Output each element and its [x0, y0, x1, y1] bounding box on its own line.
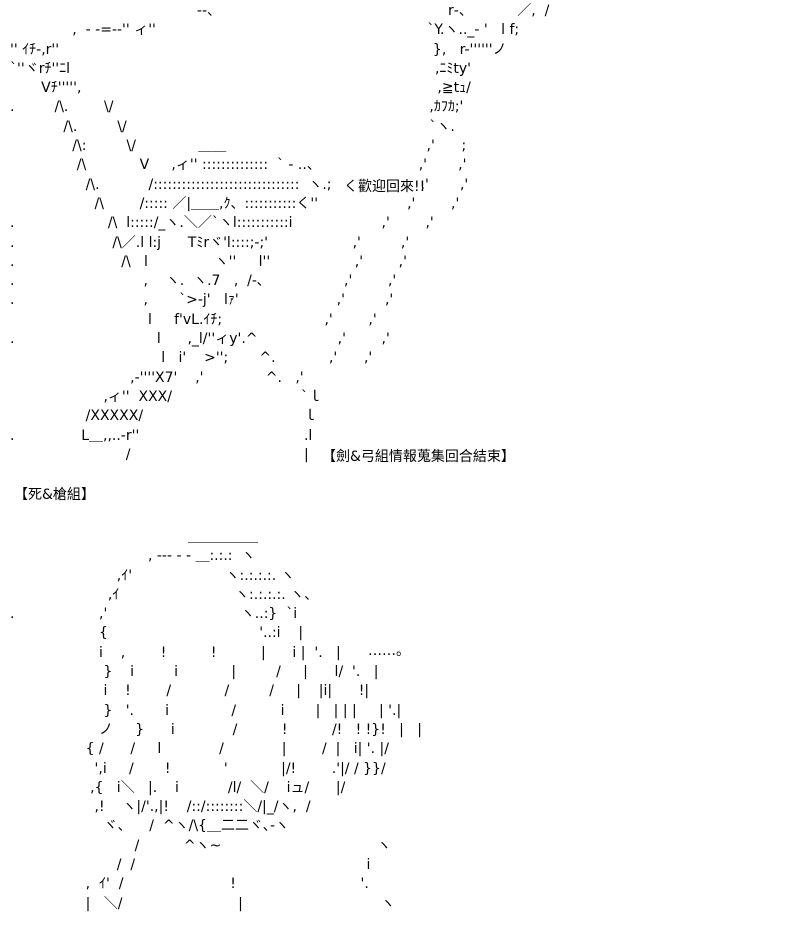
speech-welcome-back: く歡迎回來!! — [344, 179, 426, 195]
ascii-art-long-haired-figure: ＿＿＿＿＿ , ‐‐‐ ‐ ‐ ＿:.:.: ヽ ,ｲ' ヽ:.:.:.:. ヽ… — [10, 529, 422, 912]
speech-ellipsis: ……。 — [368, 643, 410, 659]
section-header-caption: 【死&槍組】 — [14, 487, 95, 503]
section-end-caption: 【劍&弓組情報蒐集回合結束】 — [322, 449, 515, 465]
ascii-art-figure-raising-arms: ‐-、 r‐、 ／, / , - ‐=-‐'' ィ'' `Y.ヽ.._‐ ' l… — [10, 3, 550, 463]
